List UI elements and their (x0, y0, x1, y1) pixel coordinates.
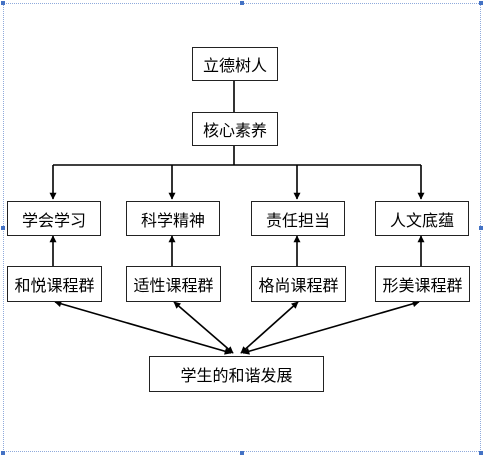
node-course-1-label: 和悦课程群 (14, 276, 95, 295)
node-course-3[interactable]: 格尚课程群 (251, 266, 346, 302)
node-course-1[interactable]: 和悦课程群 (7, 266, 102, 302)
node-course-2-label: 适性课程群 (133, 276, 214, 295)
node-pillar-4-label: 人文底蕴 (389, 210, 454, 230)
node-bottom[interactable]: 学生的和谐发展 (149, 356, 324, 392)
frame-handle-bottom-right[interactable] (479, 451, 483, 455)
frame-handle-mid-right[interactable] (479, 226, 483, 230)
edge-bottom-4 (242, 300, 420, 355)
frame-handle-mid-left[interactable] (1, 226, 5, 230)
node-course-4[interactable]: 形美课程群 (375, 266, 470, 302)
node-pillar-2-label: 科学精神 (140, 210, 205, 230)
frame-handle-bottom-center[interactable] (240, 451, 244, 455)
node-course-3-label: 格尚课程群 (258, 276, 339, 295)
edge-bottom-2 (173, 301, 234, 354)
node-core-label: 核心素养 (202, 121, 267, 140)
node-pillar-4[interactable]: 人文底蕴 (375, 201, 469, 236)
frame-handle-top-right[interactable] (479, 1, 483, 5)
frame-handle-bottom-left[interactable] (1, 451, 5, 455)
node-course-2[interactable]: 适性课程群 (126, 266, 221, 302)
node-core[interactable]: 核心素养 (192, 112, 278, 146)
node-root[interactable]: 立德树人 (192, 47, 278, 81)
node-pillar-1[interactable]: 学会学习 (7, 201, 101, 236)
frame-handle-top-left[interactable] (1, 1, 5, 5)
node-pillar-2[interactable]: 科学精神 (126, 201, 220, 236)
node-root-label: 立德树人 (202, 56, 267, 75)
frame-handle-top-center[interactable] (240, 1, 244, 5)
node-pillar-3-label: 责任担当 (265, 210, 330, 230)
node-pillar-1-label: 学会学习 (21, 210, 86, 230)
node-pillar-3[interactable]: 责任担当 (251, 201, 345, 236)
node-course-4-label: 形美课程群 (382, 276, 463, 295)
node-bottom-label: 学生的和谐发展 (180, 366, 293, 385)
